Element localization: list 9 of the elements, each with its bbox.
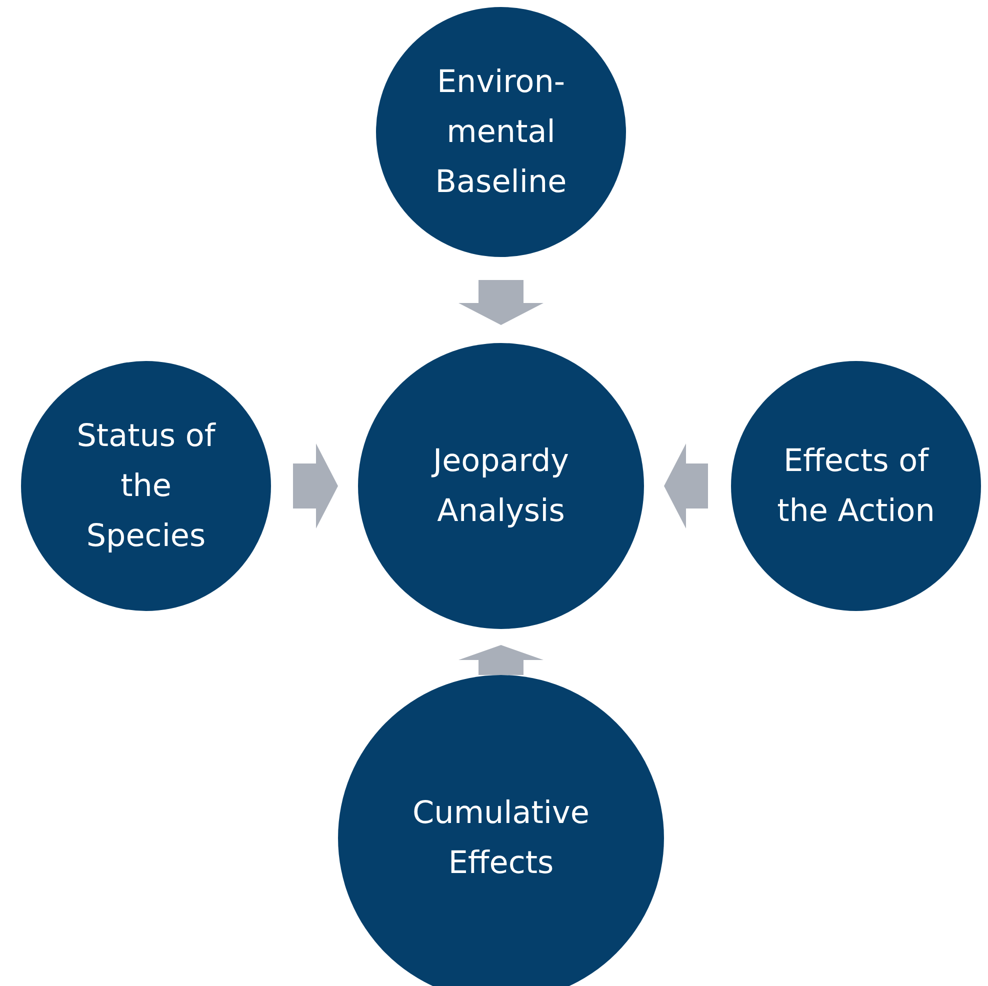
node-label: Effects of the Action [776,442,936,531]
block-arrow [458,645,544,675]
node-label: Environ- mental Baseline [434,63,568,202]
node-label: Status of the Species [76,417,217,556]
block-arrow [664,444,708,528]
block-arrow [458,280,544,325]
node-label: Cumulative Effects [412,794,590,883]
block-arrow [293,444,338,528]
node-label: Jeopardy Analysis [430,442,570,531]
